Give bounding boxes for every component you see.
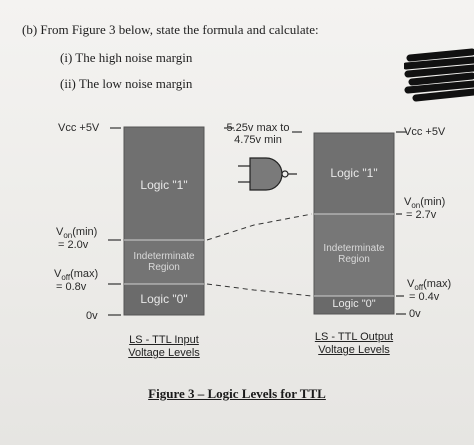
output-zero-label: 0v [409,308,421,320]
input-logic0-label: Logic "0" [140,292,188,306]
output-von-label: Von(min) [404,196,446,211]
output-indeterminate-region [313,213,395,297]
input-logic1-label: Logic "1" [140,178,188,192]
input-vcc-label: Vcc +5V [58,122,100,134]
supply-range-label: 5.25v max to 4.75v min [226,122,290,146]
input-voff-value: = 0.8v [56,281,87,293]
input-voff-label: Voff(max) [54,268,99,283]
input-zero-label: 0v [86,310,98,322]
redaction-scribble-icon [404,48,474,102]
output-logic0-label: Logic "0" [332,298,376,310]
and-gate-icon [238,157,297,191]
question-item-i: (i) The high noise margin [60,50,193,65]
output-levels-caption: LS - TTL Output Voltage Levels [314,331,394,356]
input-von-label: Von(min) [56,226,98,241]
input-von-value: = 2.0v [58,239,89,251]
input-indeterminate-label: Indeterminate Region [133,251,195,273]
von-dashed-connector [206,213,313,241]
output-voff-value: = 0.4v [409,291,440,303]
voff-dashed-connector [206,283,313,297]
input-levels-caption: LS - TTL Input Voltage Levels [128,334,200,359]
output-indeterminate-label: Indeterminate Region [323,243,385,265]
input-indeterminate-region [123,239,205,285]
output-logic1-label: Logic "1" [330,166,378,180]
output-vcc-label: Vcc +5V [404,126,446,138]
output-voff-label: Voff(max) [407,278,452,293]
figure-caption: Figure 3 – Logic Levels for TTL [148,386,326,401]
question-header: (b) From Figure 3 below, state the formu… [22,22,319,37]
output-von-value: = 2.7v [406,209,437,221]
input-logic0-region [123,283,205,316]
question-item-ii: (ii) The low noise margin [60,76,193,91]
